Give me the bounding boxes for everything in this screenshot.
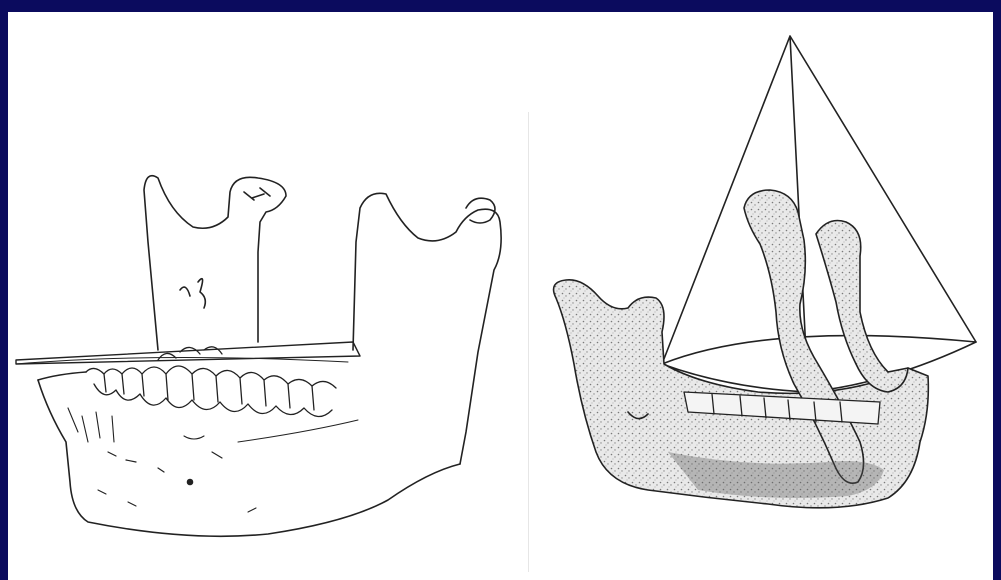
near-ramus xyxy=(353,193,501,464)
root-detail xyxy=(68,408,204,442)
condyle-detail xyxy=(244,188,270,200)
right-mandible-drawing xyxy=(554,36,976,508)
mandible-body xyxy=(38,380,460,536)
mental-foramen xyxy=(188,480,193,485)
left-mandible-drawing xyxy=(16,176,501,537)
far-ramus xyxy=(144,176,286,350)
mandible-figure xyxy=(8,12,993,580)
figure-panel xyxy=(8,12,993,580)
ramus-scribble xyxy=(180,279,205,308)
